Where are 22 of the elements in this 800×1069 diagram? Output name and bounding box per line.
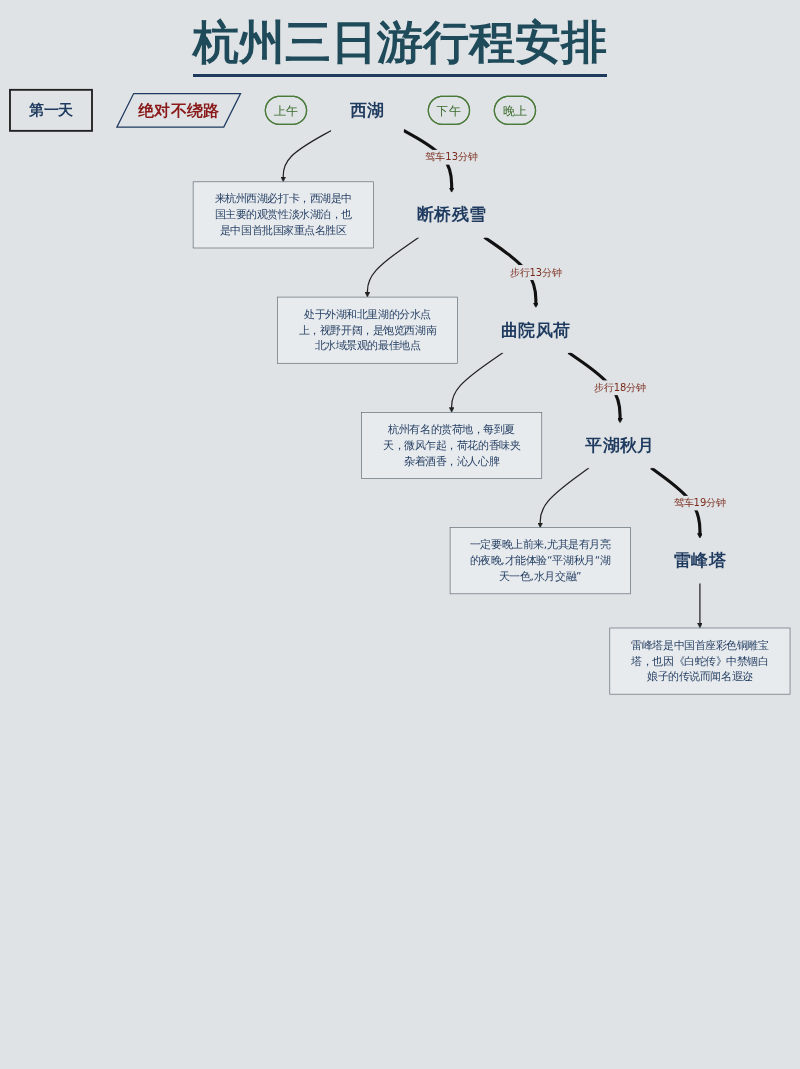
arrow (448, 351, 504, 413)
node-text: 曲院风荷 (501, 319, 571, 341)
node-box: 第一天 (9, 88, 93, 132)
title: 杭州三日游行程安排 (193, 12, 607, 77)
node-text: 雷峰塔 (673, 550, 727, 571)
node-box: 来杭州西湖必打卡，西湖是中国主要的观赏性淡水湖泊，也是中国首批国家重点名胜区 (192, 181, 374, 249)
edge-label: 驾车19分钟 (673, 496, 727, 509)
node-box: 一定要晚上前来,尤其是有月亮的夜晚,才能体验“平湖秋月“湖天一色,水月交融” (449, 527, 631, 595)
arrow (483, 236, 539, 309)
node-text: 平湖秋月 (585, 434, 655, 456)
arrow (280, 129, 332, 183)
arrow (697, 582, 703, 629)
node-text: 西湖 (350, 99, 385, 121)
node-text: 断桥残雪 (416, 204, 487, 225)
edge-label: 驾车13分钟 (425, 151, 478, 163)
node-box: 雷峰塔是中国首座彩色铜雕宝塔，也因《白蛇传》中禁锢白娘子的传说而闻名遐迩 (609, 627, 791, 695)
node-box: 处于外湖和北里湖的分水点上，视野开阔，是饱览西湖南北水域景观的最佳地点 (277, 296, 458, 364)
arrow (364, 236, 420, 298)
edge-label: 步行18分钟 (593, 381, 647, 394)
arrow (537, 467, 590, 528)
node-box: 杭州有名的赏荷地，每到夏天，微风乍起，荷花的香味夹杂着酒香，沁人心脾 (361, 412, 543, 479)
edge-label: 步行13分钟 (509, 266, 563, 279)
